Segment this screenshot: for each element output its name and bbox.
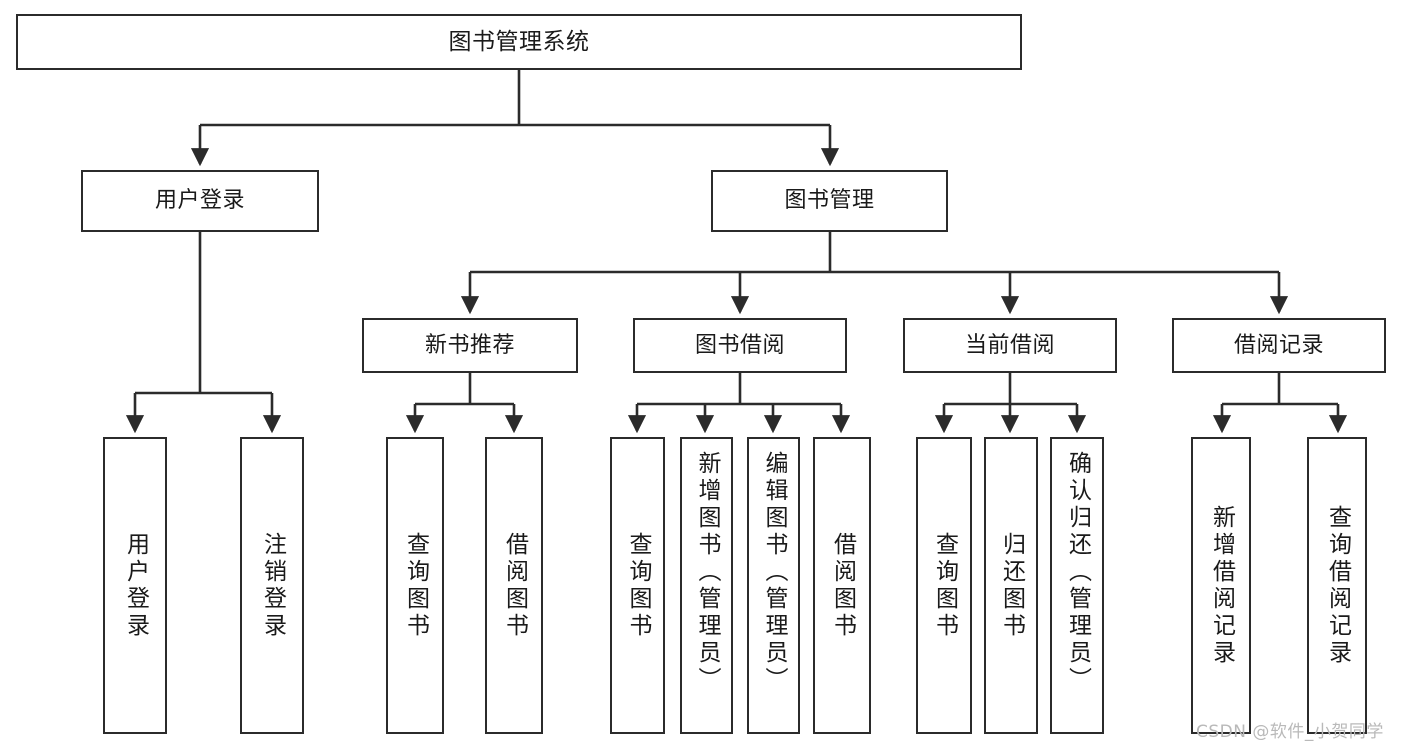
node-leaf-add-book-label: 新增图书（管理员） — [694, 451, 720, 694]
node-leaf-user-login[interactable]: 用户登录 — [103, 437, 167, 734]
node-book-manage[interactable]: 图书管理 — [711, 170, 948, 232]
node-leaf-confirm-return-label: 确认归还（管理员） — [1064, 451, 1091, 694]
node-book-borrow-label: 图书借阅 — [694, 332, 785, 358]
node-leaf-query-book-1-label: 查询图书 — [402, 531, 429, 640]
node-leaf-borrow-book-2-label: 借阅图书 — [829, 531, 856, 640]
node-leaf-add-record[interactable]: 新增借阅记录 — [1191, 437, 1251, 734]
node-borrow-record-label: 借阅记录 — [1233, 332, 1324, 358]
node-leaf-confirm-return[interactable]: 确认归还（管理员） — [1050, 437, 1104, 734]
node-root-label: 图书管理系统 — [448, 28, 590, 55]
node-leaf-query-record[interactable]: 查询借阅记录 — [1307, 437, 1367, 734]
node-leaf-edit-book[interactable]: 编辑图书（管理员） — [747, 437, 800, 734]
node-new-book-recommend-label: 新书推荐 — [424, 332, 515, 358]
node-leaf-return-book-label: 归还图书 — [998, 531, 1025, 640]
node-current-borrow[interactable]: 当前借阅 — [903, 318, 1117, 373]
node-leaf-logout-label: 注销登录 — [259, 531, 286, 640]
csdn-watermark: CSDN @软件_小贺同学 — [1196, 722, 1384, 742]
node-leaf-query-book-2[interactable]: 查询图书 — [610, 437, 665, 734]
node-leaf-user-login-label: 用户登录 — [122, 531, 149, 640]
node-leaf-query-book-2-label: 查询图书 — [625, 531, 651, 640]
node-leaf-borrow-book-1-label: 借阅图书 — [501, 531, 528, 640]
node-borrow-record[interactable]: 借阅记录 — [1172, 318, 1386, 373]
node-leaf-query-record-label: 查询借阅记录 — [1324, 504, 1351, 667]
node-book-borrow[interactable]: 图书借阅 — [633, 318, 847, 373]
node-leaf-logout[interactable]: 注销登录 — [240, 437, 304, 734]
node-new-book-recommend[interactable]: 新书推荐 — [362, 318, 578, 373]
node-book-manage-label: 图书管理 — [784, 188, 875, 214]
node-current-borrow-label: 当前借阅 — [964, 332, 1055, 358]
node-leaf-borrow-book-1[interactable]: 借阅图书 — [485, 437, 543, 734]
node-user-login-label: 用户登录 — [154, 188, 245, 214]
node-leaf-query-book-3[interactable]: 查询图书 — [916, 437, 972, 734]
node-root[interactable]: 图书管理系统 — [16, 14, 1022, 70]
node-leaf-add-record-label: 新增借阅记录 — [1208, 504, 1235, 667]
node-leaf-edit-book-label: 编辑图书（管理员） — [761, 451, 787, 694]
node-leaf-query-book-3-label: 查询图书 — [931, 531, 958, 640]
node-leaf-query-book-1[interactable]: 查询图书 — [386, 437, 444, 734]
node-leaf-add-book[interactable]: 新增图书（管理员） — [680, 437, 733, 734]
node-user-login[interactable]: 用户登录 — [81, 170, 319, 232]
node-leaf-return-book[interactable]: 归还图书 — [984, 437, 1038, 734]
node-leaf-borrow-book-2[interactable]: 借阅图书 — [813, 437, 871, 734]
